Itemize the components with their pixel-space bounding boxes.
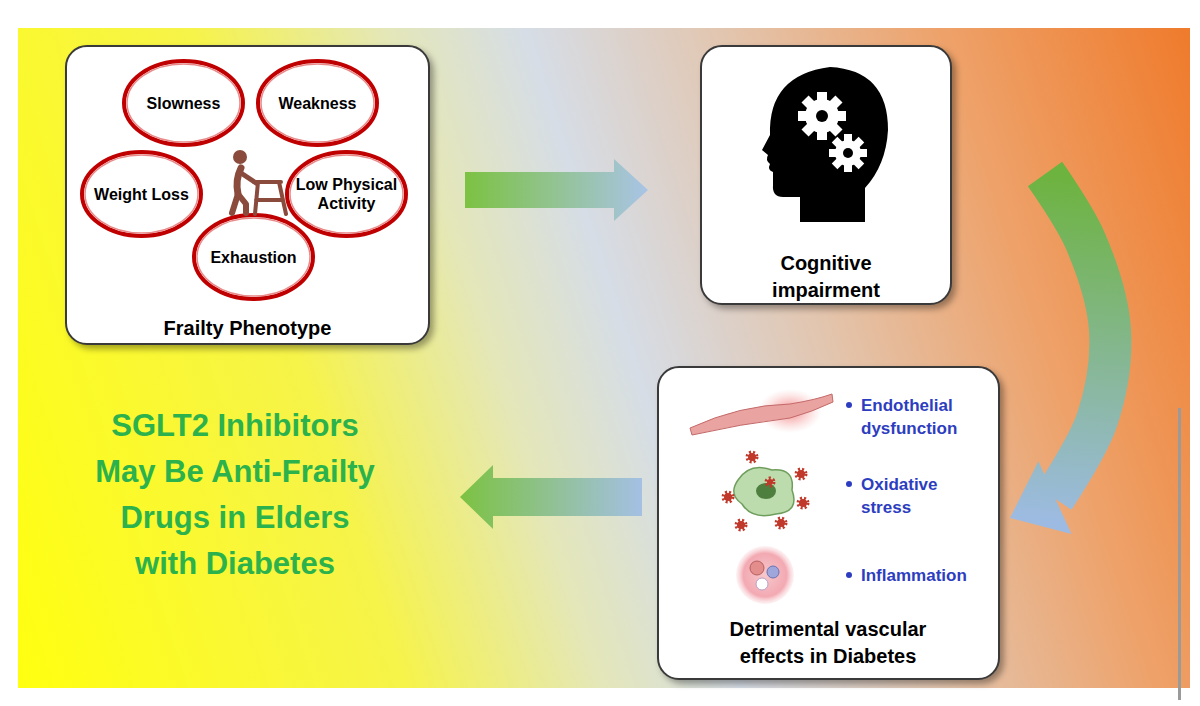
node-label: Weakness xyxy=(263,94,373,113)
frailty-criterion-circle: Weight Loss xyxy=(79,149,204,239)
ellipse-ring xyxy=(124,61,243,145)
ellipse-inner-ring xyxy=(127,64,240,142)
node-label: Frailty Phenotype xyxy=(67,315,428,342)
arrow-shaft xyxy=(492,478,642,516)
cognitive-impairment-box: Cognitive impairment xyxy=(700,45,952,305)
frailty-criterion-circle: Slowness xyxy=(121,58,246,148)
bullet-text: Inflammation xyxy=(861,564,981,587)
frailty-criterion-circle: Exhaustion xyxy=(191,212,316,302)
bullet-text: Oxidative stress xyxy=(861,473,981,519)
arrow-head xyxy=(1010,461,1071,534)
ellipse-ring xyxy=(258,61,377,145)
node-label: Weight Loss xyxy=(87,185,197,204)
frailty-phenotype-box: Frailty Phenotype Slowness WeaknessWeight … xyxy=(65,45,430,345)
block-arrow xyxy=(460,465,642,529)
conclusion-text-block: SGLT2 Inhibitors May Be Anti-Frailty Dru… xyxy=(92,375,378,615)
ellipse-outline xyxy=(284,149,409,239)
ellipse-inner-ring xyxy=(85,155,198,233)
frailty-criterion-circle: Weakness xyxy=(255,58,380,148)
node-label: Low Physical Activity xyxy=(292,175,402,213)
arrow-head xyxy=(614,159,648,221)
ellipse-inner-ring xyxy=(290,155,403,233)
vascular-effects-box: Endothelial dysfunctionOxidative stressI… xyxy=(657,366,1000,680)
ellipse-inner-ring xyxy=(197,218,310,296)
ellipse-ring xyxy=(82,152,201,236)
ellipse-ring xyxy=(287,152,406,236)
frailty-criterion-circle: Low Physical Activity xyxy=(284,149,409,239)
block-arrow xyxy=(465,159,648,221)
node-label: Cognitive impairment xyxy=(751,250,901,304)
node-label: Detrimental vascular effects in Diabetes xyxy=(713,616,943,670)
block-arrow xyxy=(1010,174,1110,534)
arrow-shaft xyxy=(1045,174,1110,498)
bullet-text: Endothelial dysfunction xyxy=(861,394,981,440)
arrow-head xyxy=(460,465,493,529)
arrow-shaft xyxy=(465,172,615,208)
ellipse-ring xyxy=(194,215,313,299)
ellipse-inner-ring xyxy=(261,64,374,142)
node-label: SGLT2 Inhibitors May Be Anti-Frailty Dru… xyxy=(92,403,378,587)
edge-bar xyxy=(1178,408,1181,700)
node-label: Slowness xyxy=(129,94,239,113)
node-label: Exhaustion xyxy=(199,248,309,267)
